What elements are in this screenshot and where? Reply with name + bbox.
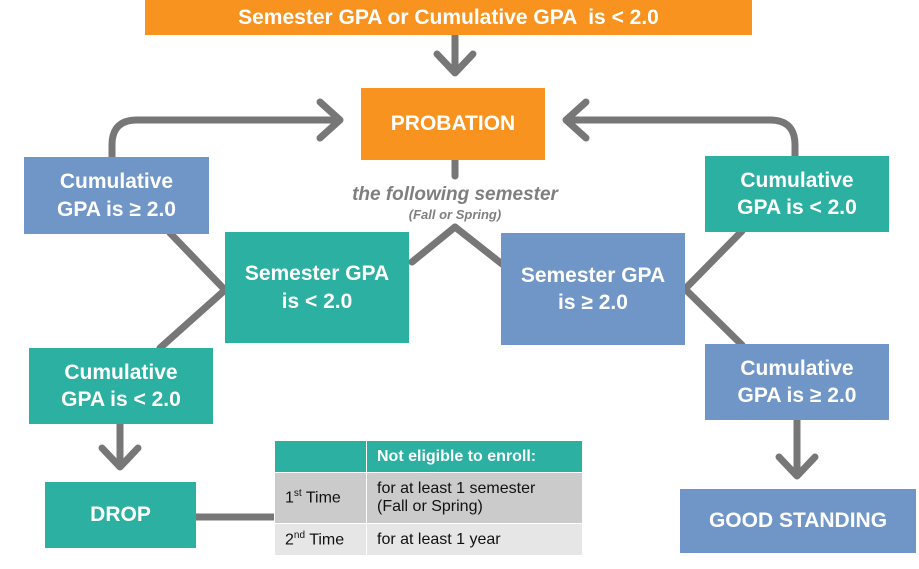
arrowhead-drop bbox=[98, 444, 142, 471]
left-cumulative-low-line2: GPA is < 2.0 bbox=[61, 388, 181, 411]
right-cumulative-ok-line1: Cumulative bbox=[740, 356, 854, 380]
left-cumulative-ok-line2: GPA is ≥ 2.0 bbox=[57, 197, 176, 221]
top-condition-label: Semester GPA or Cumulative GPA is < 2.0 bbox=[238, 5, 659, 29]
arrow-right-loop bbox=[564, 116, 799, 161]
branch-sem-low-down bbox=[156, 286, 229, 352]
branch-sem-ok-down bbox=[681, 285, 746, 349]
fork-right bbox=[451, 223, 506, 268]
semester-ok-box: Semester GPA is ≥ 2.0 bbox=[501, 233, 685, 345]
semester-ok-line1: Semester GPA bbox=[520, 263, 666, 287]
probation-label: PROBATION bbox=[390, 112, 516, 136]
table-header-row: Not eligible to enroll: bbox=[274, 440, 583, 473]
table-header-label: Not eligible to enroll: bbox=[366, 440, 583, 473]
semester-ok-line2: is ≥ 2.0 bbox=[558, 291, 628, 314]
arrowhead-left-loop bbox=[316, 98, 344, 142]
left-cumulative-ok-line1: Cumulative bbox=[59, 170, 174, 194]
arrowhead-right-loop bbox=[562, 98, 590, 142]
following-semester-caption: the following semester (Fall or Spring) bbox=[300, 184, 610, 222]
table-row-time: 2nd Time bbox=[274, 523, 367, 556]
top-condition-box: Semester GPA or Cumulative GPA is < 2.0 bbox=[145, 0, 752, 35]
branch-sem-ok-up bbox=[681, 227, 746, 293]
arrowhead-top bbox=[433, 50, 477, 77]
branch-sem-low-up bbox=[166, 229, 229, 294]
good-standing-box: GOOD STANDING bbox=[680, 489, 916, 553]
arrow-left-loop bbox=[108, 116, 342, 162]
caption-main: the following semester bbox=[352, 184, 558, 205]
semester-low-line2: is < 2.0 bbox=[281, 289, 353, 313]
table-header-empty bbox=[274, 440, 367, 473]
arrowhead-good bbox=[775, 453, 819, 480]
table-row-detail: for at least 1 year bbox=[366, 523, 583, 556]
right-cumulative-low-box: Cumulative GPA is < 2.0 bbox=[705, 156, 889, 232]
left-cumulative-low-line1: Cumulative bbox=[64, 360, 178, 384]
right-cumulative-ok-box: Cumulative GPA is ≥ 2.0 bbox=[705, 344, 889, 420]
left-cumulative-ok-box: Cumulative GPA is ≥ 2.0 bbox=[24, 157, 209, 234]
enrollment-table: Not eligible to enroll: 1st Time for at … bbox=[274, 440, 583, 556]
semester-low-line1: Semester GPA bbox=[244, 262, 390, 286]
caption-sub: (Fall or Spring) bbox=[408, 207, 502, 222]
probation-box: PROBATION bbox=[361, 88, 545, 160]
left-cumulative-low-box: Cumulative GPA is < 2.0 bbox=[29, 348, 213, 424]
table-row-time: 1st Time bbox=[274, 472, 367, 524]
right-cumulative-ok-line2: GPA is ≥ 2.0 bbox=[737, 384, 857, 407]
good-standing-label: GOOD STANDING bbox=[708, 509, 888, 533]
table-row-detail: for at least 1 semester(Fall or Spring) bbox=[366, 472, 583, 524]
right-cumulative-low-line1: Cumulative bbox=[740, 168, 854, 192]
table-row: 2nd Time for at least 1 year bbox=[274, 523, 583, 556]
drop-box: DROP bbox=[45, 482, 196, 548]
right-cumulative-low-line2: GPA is < 2.0 bbox=[737, 196, 857, 219]
semester-low-box: Semester GPA is < 2.0 bbox=[225, 232, 409, 343]
drop-label: DROP bbox=[90, 503, 151, 527]
fork-left bbox=[408, 223, 459, 266]
table-row: 1st Time for at least 1 semester(Fall or… bbox=[274, 472, 583, 524]
